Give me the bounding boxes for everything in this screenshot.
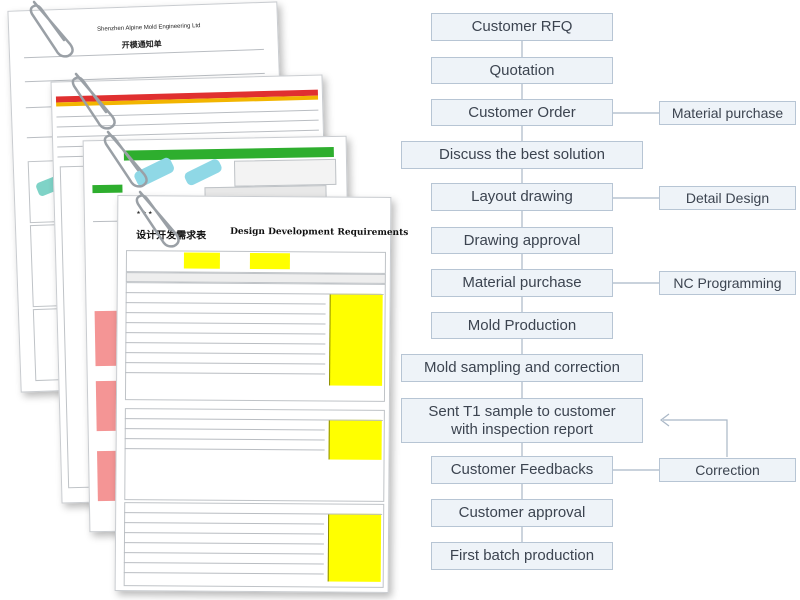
- step-layout-drawing: Layout drawing: [431, 183, 613, 211]
- paper-clip-icon: [103, 130, 148, 188]
- step-customer-approval: Customer approval: [431, 499, 613, 527]
- step-discuss-best-solution: Discuss the best solution: [401, 141, 643, 169]
- step-sent-t1-sample: Sent T1 sample to customer with inspecti…: [401, 398, 643, 443]
- step-mold-sampling-correction: Mold sampling and correction: [401, 354, 643, 382]
- step-customer-order: Customer Order: [431, 99, 613, 126]
- side-correction: Correction: [659, 458, 796, 482]
- step-material-purchase: Material purchase: [431, 269, 613, 297]
- step-first-batch-production: First batch production: [431, 542, 613, 570]
- step-mold-production: Mold Production: [431, 312, 613, 339]
- side-detail-design: Detail Design: [659, 186, 796, 210]
- paper-clip-icon: [29, 0, 74, 58]
- paper-clip-icon: [135, 190, 180, 248]
- step-quotation: Quotation: [431, 57, 613, 84]
- step-customer-feedbacks: Customer Feedbacks: [431, 456, 613, 484]
- paper-clip-icon: [71, 72, 116, 130]
- side-material-purchase: Material purchase: [659, 101, 796, 125]
- side-nc-programming: NC Programming: [659, 271, 796, 295]
- step-customer-rfq: Customer RFQ: [431, 13, 613, 41]
- document-stack: Shenzhen Alpine Mold Engineering Ltd 开模通…: [7, 0, 408, 593]
- step-drawing-approval: Drawing approval: [431, 227, 613, 254]
